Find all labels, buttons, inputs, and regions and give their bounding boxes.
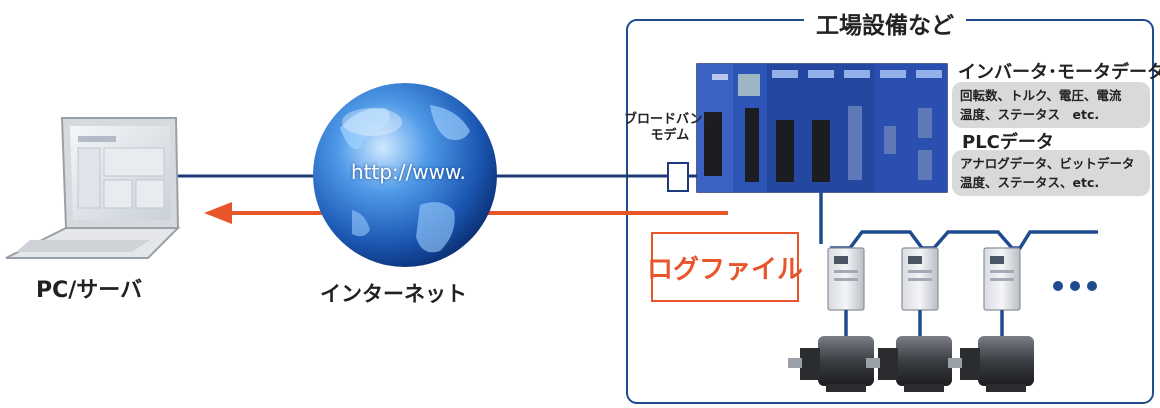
motor-icon-1 — [788, 336, 874, 392]
more-devices-icon — [1053, 281, 1097, 291]
plc-data-line2: 温度、ステータス、etc. — [960, 175, 1100, 190]
modem-label: ブロードバンド モデム — [624, 112, 716, 144]
inverter-motor-data-line2: 温度、ステータス etc. — [960, 107, 1100, 122]
motor-icon-3 — [948, 336, 1034, 392]
log-flow-arrowhead — [204, 202, 232, 224]
inverter-motor-data-heading: インバータ･モータデータ — [958, 62, 1160, 83]
log-file-label: ログファイル — [647, 254, 804, 285]
inverter-bus-line — [830, 230, 1098, 250]
inverter-motor-data-line1: 回転数、トルク、電圧、電流 — [960, 88, 1122, 103]
inverter-icon-2 — [901, 247, 939, 311]
inverter-icon-1 — [827, 247, 865, 311]
plc-data-line1: アナログデータ、ビットデータ — [960, 156, 1135, 171]
inverter-motor-data-details: 回転数、トルク、電圧、電流 温度、ステータス etc. — [952, 82, 1150, 128]
motor-icon-2 — [866, 336, 952, 392]
modem-label-line1: ブロードバンド — [624, 112, 716, 127]
plc-data-heading: PLCデータ — [962, 132, 1054, 153]
globe-url-text: http://www. — [351, 160, 466, 184]
log-file-box: ログファイル — [647, 232, 803, 302]
plc-data-details: アナログデータ、ビットデータ 温度、ステータス、etc. — [952, 150, 1150, 196]
factory-equipment-title: 工場設備など — [804, 6, 966, 40]
pc-server-label: PC/サーバ — [36, 278, 143, 303]
modem-label-line2: モデム — [650, 128, 690, 143]
globe-icon — [313, 83, 497, 267]
plc-rack-icon — [696, 63, 948, 193]
inverter-icon-3 — [983, 247, 1021, 311]
modem-icon — [667, 162, 689, 192]
laptop-icon — [5, 117, 181, 259]
internet-label: インターネット — [320, 282, 467, 306]
